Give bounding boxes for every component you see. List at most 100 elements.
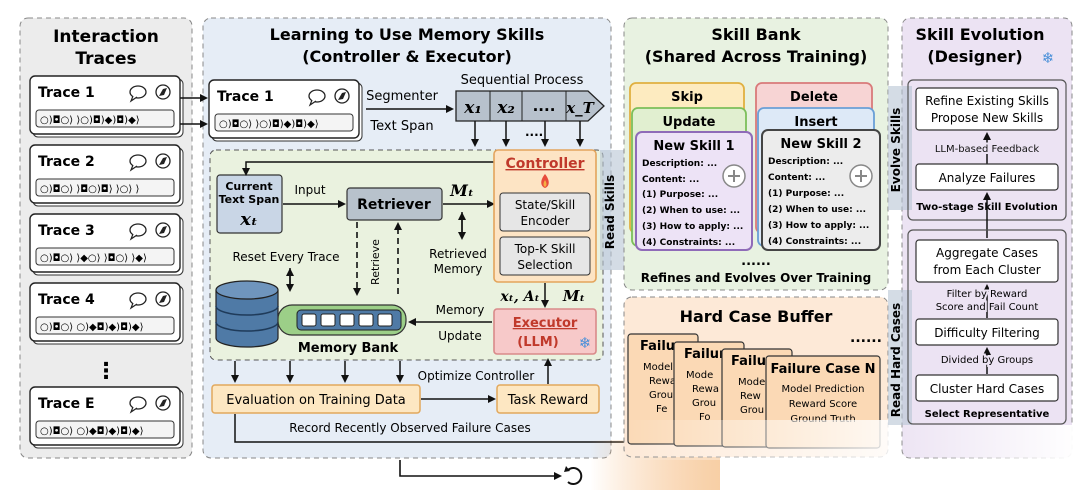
trace-label: Trace 3: [38, 223, 95, 239]
compass-icon: [155, 153, 171, 169]
cluster-hard-cases-box[interactable]: Cluster Hard Cases: [915, 374, 1059, 402]
skill-card-title: New Skill 2: [780, 137, 861, 152]
trace-card-2[interactable]: Trace 2 ○)◘○⟩ ⟩◘○)◘⟩ ⟩○⟩ ⟩: [29, 144, 184, 207]
trace-card-3[interactable]: Trace 3 ○)◘○⟩ ⟩◆○⟩ ⟩◘○⟩ ⟩◆⟩: [29, 213, 184, 276]
chat-bubble-icon: [129, 154, 147, 172]
failure-case-line: Grou: [692, 398, 716, 409]
topk-label: Top-K Skill: [514, 242, 576, 256]
evolution-title-1: Skill Evolution: [916, 25, 1045, 44]
trace-tokens: ○)◘○⟩ ⟩○)◘)◆)◘)◆⟩: [219, 119, 319, 130]
traces-ellipsis: ⋮: [95, 359, 117, 384]
trace-tokens: ○)◘○⟩ ⟩○)◘)◆)◘)◆⟩: [40, 115, 140, 126]
memory-update-label: Update: [438, 329, 481, 343]
evaluation-box[interactable]: Evaluation on Training Data: [211, 384, 421, 414]
trace-label: Trace 4: [38, 292, 95, 308]
difficulty-filtering-box[interactable]: Difficulty Filtering: [915, 318, 1059, 346]
compass-icon: [155, 395, 171, 411]
trace-1-input-card[interactable]: Trace 1 ○)◘○⟩ ⟩○)◘)◆)◘)◆⟩: [208, 79, 363, 142]
sequential-process-label: Sequential Process: [461, 73, 584, 88]
failure-case-title: Failure Case N: [770, 362, 875, 377]
failure-case-line: Fo: [699, 412, 711, 423]
chat-bubble-icon: [129, 85, 147, 103]
refine-skills-box[interactable]: Refine Existing Skills Propose New Skill…: [915, 87, 1059, 131]
memory-update-label: Memory: [436, 303, 485, 317]
delete-label: Delete: [790, 90, 838, 105]
refresh-icon: [564, 466, 583, 485]
compass-icon: [155, 222, 171, 238]
analyze-failures-box[interactable]: Analyze Failures: [915, 163, 1059, 191]
seq-token: x_T: [565, 99, 595, 117]
plus-icon: [722, 164, 746, 188]
trace-card-e[interactable]: Trace E ○)◘○⟩ ○)◆◘)◆)◘)◆⟩: [29, 386, 184, 449]
reset-label: Reset Every Trace: [232, 250, 339, 264]
new-skill-card-2[interactable]: New Skill 2 Description: ... Content: ..…: [761, 129, 881, 251]
read-hard-cases-band: Read Hard Cases: [888, 290, 912, 425]
learning-title-2: (Controller & Executor): [302, 47, 512, 66]
database-icon: [215, 280, 279, 348]
aggregate-cases-box[interactable]: Aggregate Cases from Each Cluster: [915, 239, 1059, 283]
mt-label-2: Mₜ: [562, 287, 585, 305]
controller-box[interactable]: Controller State/Skill Encoder Top-K Ski…: [493, 149, 597, 283]
trace-card-1[interactable]: Trace 1 ○)◘○⟩ ⟩○)◘)◆)◘)◆⟩: [29, 75, 184, 138]
retriever-box[interactable]: Retriever: [346, 187, 443, 221]
skill-card-item: (2) When to use: ...: [642, 206, 740, 216]
executor-box[interactable]: Executor (LLM) ❄: [493, 308, 597, 355]
hard-case-title: Hard Case Buffer: [680, 307, 833, 326]
text-span-label: Text Span: [369, 119, 433, 134]
read-skills-band: Read Skills: [600, 150, 624, 270]
trace-label: Trace 1: [38, 85, 95, 101]
new-skill-card-1[interactable]: New Skill 1 Description: ... Content: ..…: [635, 131, 753, 251]
retriever-label: Retriever: [357, 197, 431, 213]
trace-tokens: ○)◘○⟩ ○)◆◘)◆)◘)◆⟩: [40, 426, 144, 437]
failure-case-line: Grou: [649, 390, 673, 401]
state-encoder-label: Encoder: [520, 214, 569, 228]
seq-token: ....: [533, 97, 556, 115]
snowflake-icon: ❄: [579, 334, 592, 352]
retrieve-label: Retrieve: [369, 239, 382, 285]
failure-case-title: Failu: [640, 339, 675, 354]
failure-case-line: Ground Truth: [790, 414, 855, 425]
chat-bubble-icon: [129, 292, 147, 310]
insert-label: Insert: [794, 115, 837, 130]
refines-label: Refines and Evolves Over Training: [641, 271, 871, 285]
skill-card-item: (1) Purpose: ...: [768, 189, 844, 199]
trace-label: Trace E: [38, 396, 95, 412]
skill-card-description: Description: ...: [768, 157, 843, 167]
failure-case-line: Mode: [738, 377, 765, 388]
memory-bank-label: Memory Bank: [298, 341, 399, 356]
segmenter-label: Segmenter: [366, 89, 438, 104]
executor-label: (LLM): [517, 335, 558, 350]
executor-label: Executor: [513, 316, 578, 331]
snowflake-icon: ❄: [1042, 49, 1055, 67]
current-span-label: Text Span: [219, 193, 280, 206]
seq-token: x₂: [496, 98, 515, 118]
skill-bank-ellipsis: ......: [741, 254, 771, 269]
traces-title-1: Interaction: [53, 27, 159, 47]
failure-case-line: Grou: [740, 405, 764, 416]
select-label: Select Representative: [925, 409, 1050, 420]
failure-case-line: Model: [643, 362, 673, 373]
evolution-title-2: (Designer): [927, 47, 1022, 66]
skill-card-item: (2) When to use: ...: [768, 205, 866, 215]
evolve-skills-band: Evolve Skills: [888, 86, 912, 210]
evolve-skills-label: Evolve Skills: [889, 108, 903, 193]
cluster-label: Cluster Hard Cases: [930, 382, 1045, 396]
trace-card-4[interactable]: Trace 4 ○)◘○⟩ ○)◆◘)◆)◘)◆⟩: [29, 282, 184, 345]
state-encoder-label: State/Skill: [515, 198, 575, 212]
chat-bubble-icon: [129, 223, 147, 241]
memory-bank-strip[interactable]: [277, 304, 407, 336]
skill-card-item: (4) Constraints: ...: [642, 238, 735, 248]
task-reward-box[interactable]: Task Reward: [496, 384, 600, 414]
current-span-var: xₜ: [239, 209, 257, 230]
difficulty-label: Difficulty Filtering: [934, 326, 1040, 340]
filter-label: Score and Fail Count: [936, 302, 1039, 313]
aggregate-label: Aggregate Cases: [936, 246, 1038, 260]
trace-tokens: ○)◘○⟩ ⟩◘○)◘⟩ ⟩○⟩ ⟩: [40, 184, 139, 195]
seq-token: x₁: [463, 98, 482, 118]
skill-card-description: Description: ...: [642, 159, 717, 169]
current-text-span-box[interactable]: Current Text Span xₜ: [216, 174, 283, 234]
skill-card-content: Content: ...: [642, 175, 699, 185]
xt-at-label: xₜ, Aₜ: [499, 289, 539, 305]
fade-overlay: [620, 420, 910, 460]
traces-title-2: Traces: [75, 49, 136, 69]
